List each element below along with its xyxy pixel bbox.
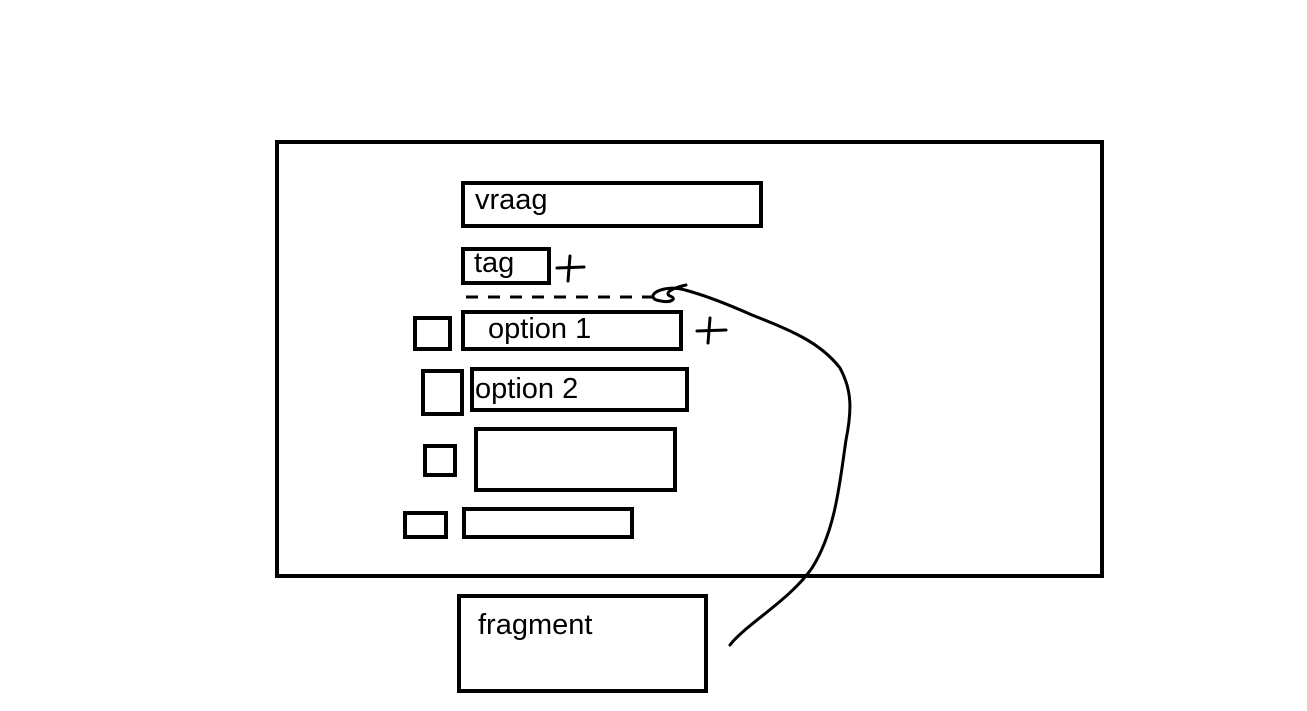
fragment-label: fragment [478,609,593,641]
question-field-label: vraag [475,184,548,216]
tag-field-label: tag [474,247,515,279]
option-checkbox-2[interactable] [421,369,464,416]
option-field-3[interactable] [474,427,677,492]
option-field-1-label: option 1 [488,313,592,345]
option-checkbox-3[interactable] [423,444,457,477]
option-checkbox-1[interactable] [413,316,452,351]
tag-field[interactable] [461,247,551,285]
option-field-4[interactable] [462,507,634,539]
question-field[interactable] [461,181,763,228]
option-checkbox-4[interactable] [403,511,448,539]
option-field-2-label: option 2 [475,373,579,405]
